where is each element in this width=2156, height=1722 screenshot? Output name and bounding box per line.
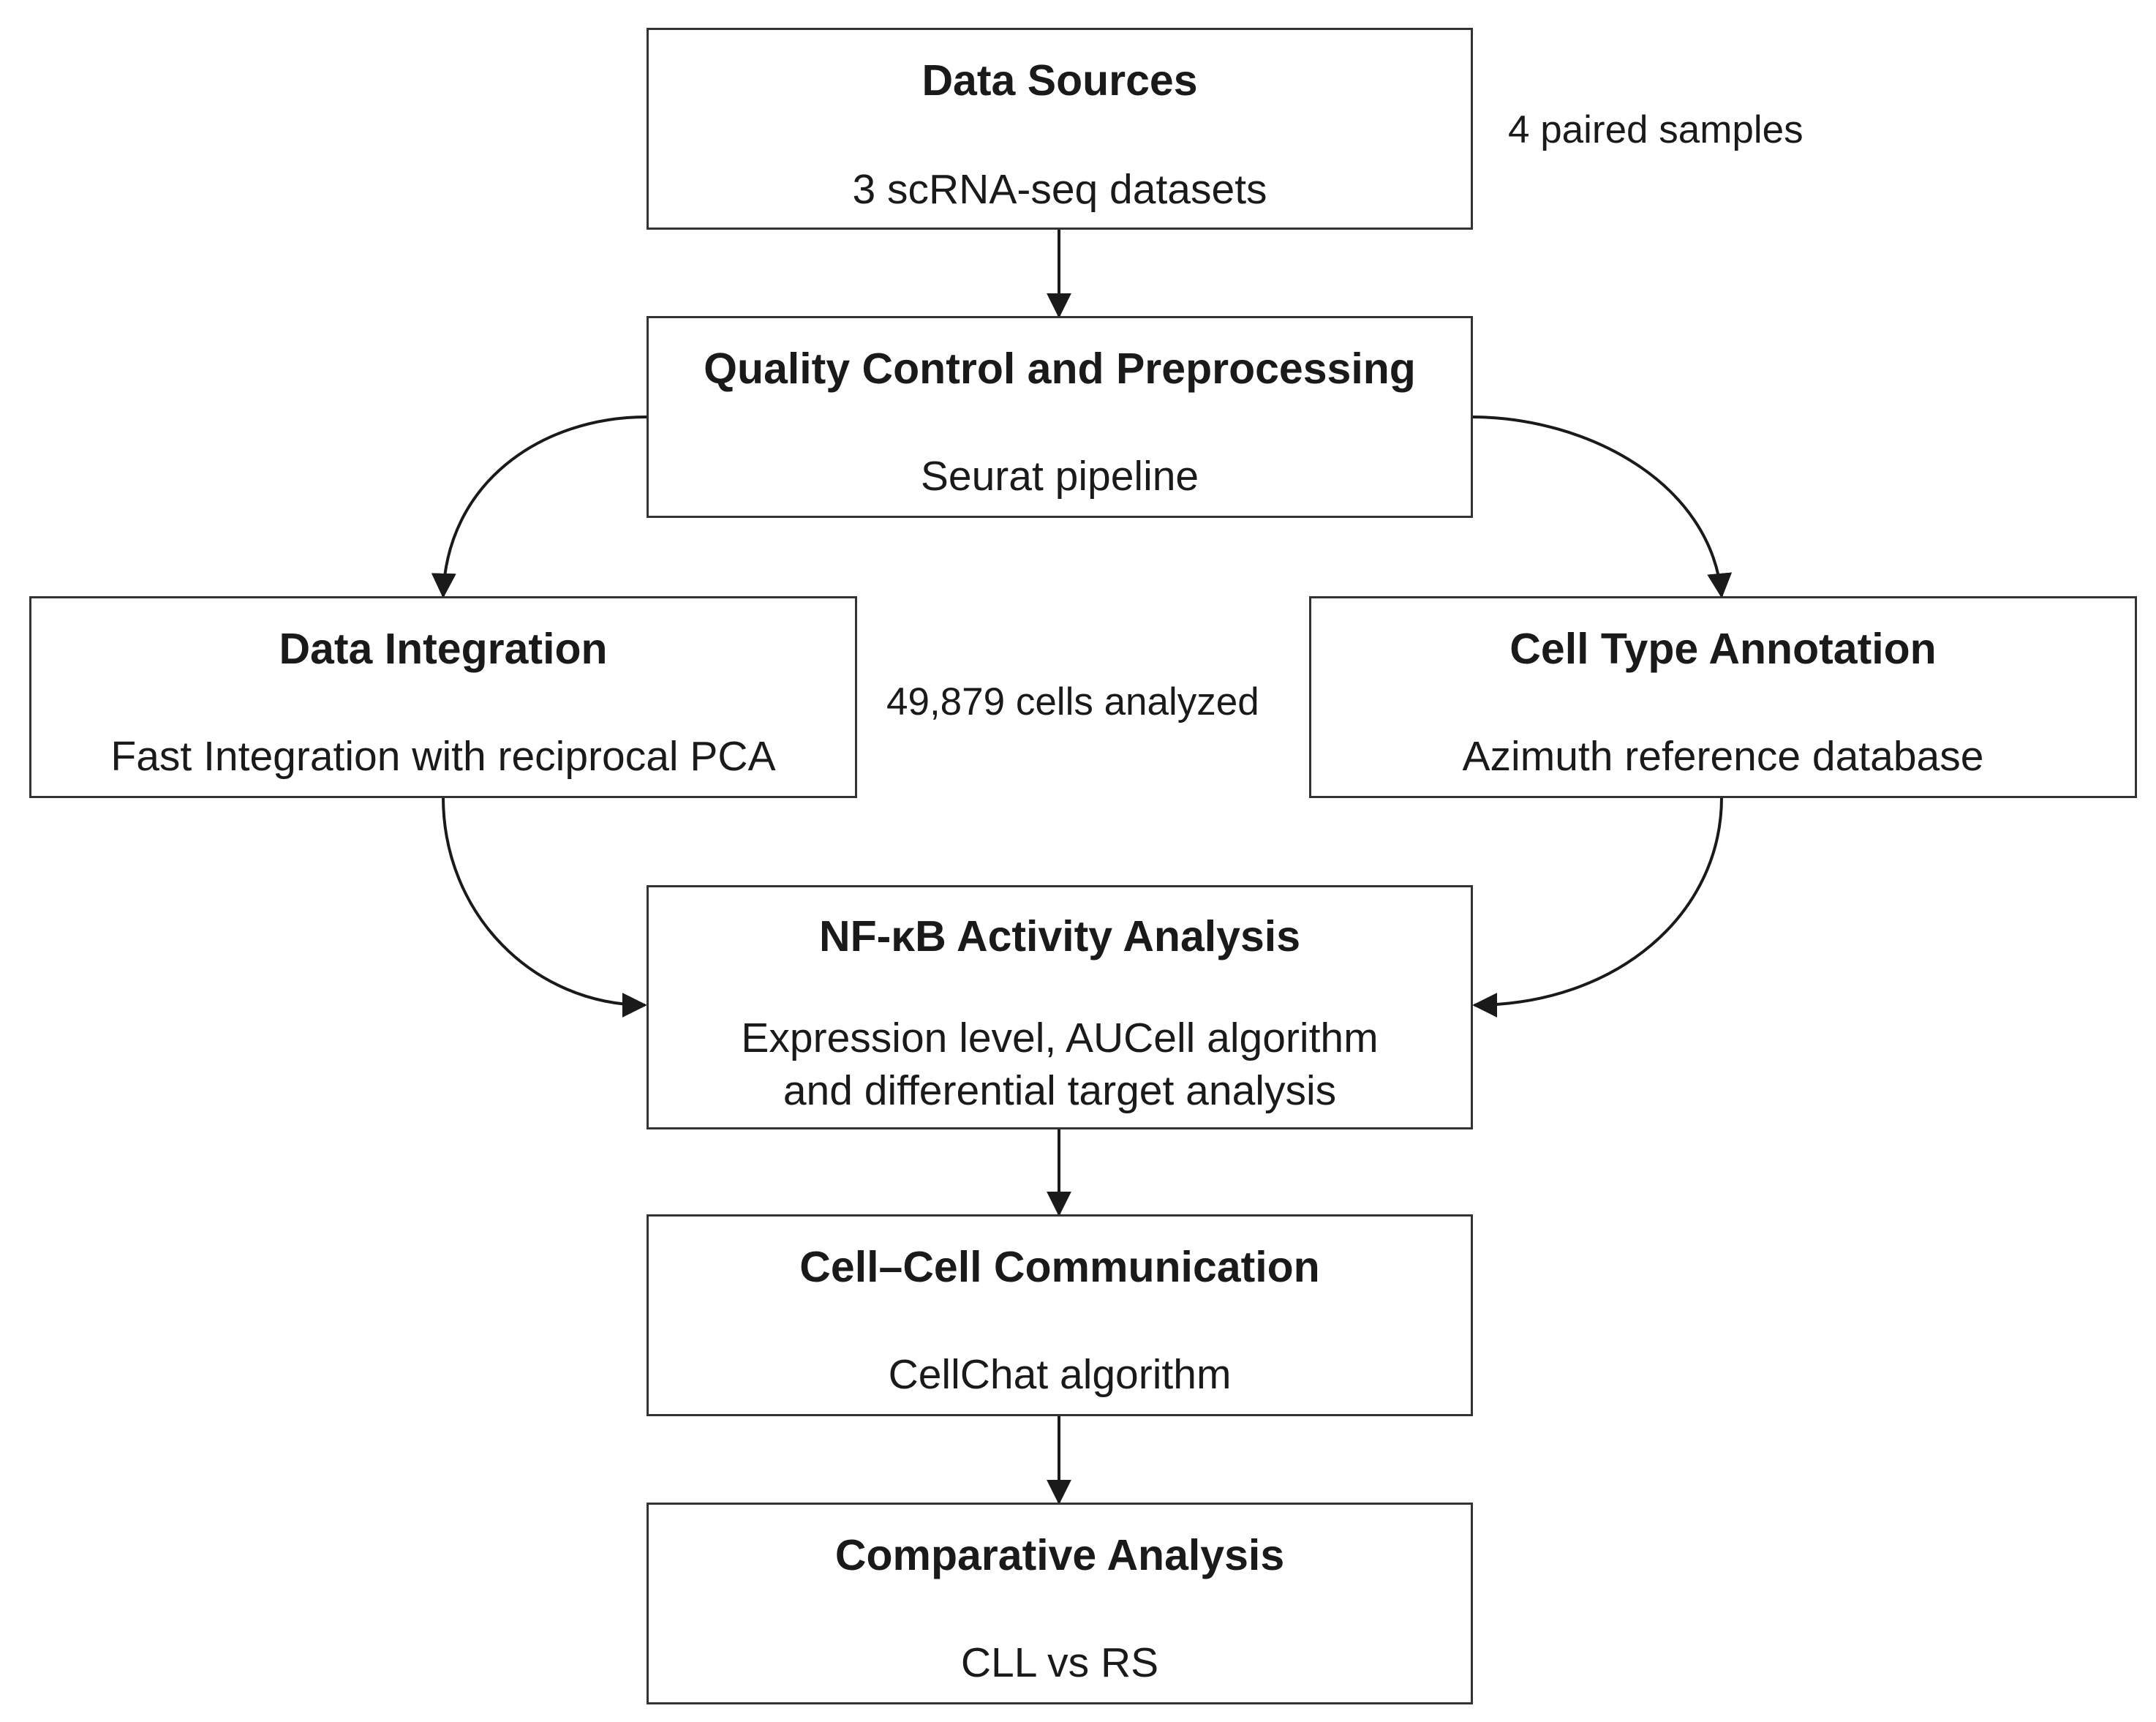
nfkb-box: NF-κB Activity Analysis Expression level… bbox=[647, 885, 1473, 1129]
communication-box: Cell–Cell Communication CellChat algorit… bbox=[647, 1214, 1473, 1416]
arrow-qc-to-integration bbox=[431, 416, 647, 598]
integration-subtitle: Fast Integration with reciprocal PCA bbox=[110, 733, 776, 780]
integration-box: Data Integration Fast Integration with r… bbox=[29, 596, 857, 798]
arrow-qc-to-annotation bbox=[1471, 416, 1733, 598]
annotation-title: Cell Type Annotation bbox=[1509, 625, 1937, 673]
comparative-title: Comparative Analysis bbox=[834, 1531, 1285, 1579]
integration-title: Data Integration bbox=[279, 625, 608, 673]
annotation-subtitle: Azimuth reference database bbox=[1462, 733, 1984, 780]
comparative-subtitle: CLL vs RS bbox=[960, 1639, 1159, 1686]
arrow-integration-to-nfkb bbox=[442, 797, 647, 1018]
communication-subtitle: CellChat algorithm bbox=[888, 1351, 1232, 1398]
qc-subtitle: Seurat pipeline bbox=[920, 453, 1199, 500]
nfkb-title: NF-κB Activity Analysis bbox=[818, 912, 1301, 960]
data-sources-subtitle: 3 scRNA-seq datasets bbox=[852, 166, 1267, 213]
cells-note: 49,879 cells analyzed bbox=[886, 680, 1259, 723]
qc-title: Quality Control and Preprocessing bbox=[704, 345, 1416, 393]
data-sources-title: Data Sources bbox=[921, 56, 1198, 105]
nfkb-subtitle: Expression level, AUCell algorithm and d… bbox=[741, 1015, 1379, 1114]
comparative-box: Comparative Analysis CLL vs RS bbox=[647, 1503, 1473, 1704]
annotation-box: Cell Type Annotation Azimuth reference d… bbox=[1309, 596, 2137, 798]
samples-note: 4 paired samples bbox=[1508, 108, 1803, 151]
arrow-annotation-to-nfkb bbox=[1472, 797, 1723, 1018]
qc-box: Quality Control and Preprocessing Seurat… bbox=[647, 316, 1473, 518]
communication-title: Cell–Cell Communication bbox=[799, 1243, 1320, 1291]
data-sources-box: Data Sources 3 scRNA-seq datasets bbox=[647, 28, 1473, 230]
